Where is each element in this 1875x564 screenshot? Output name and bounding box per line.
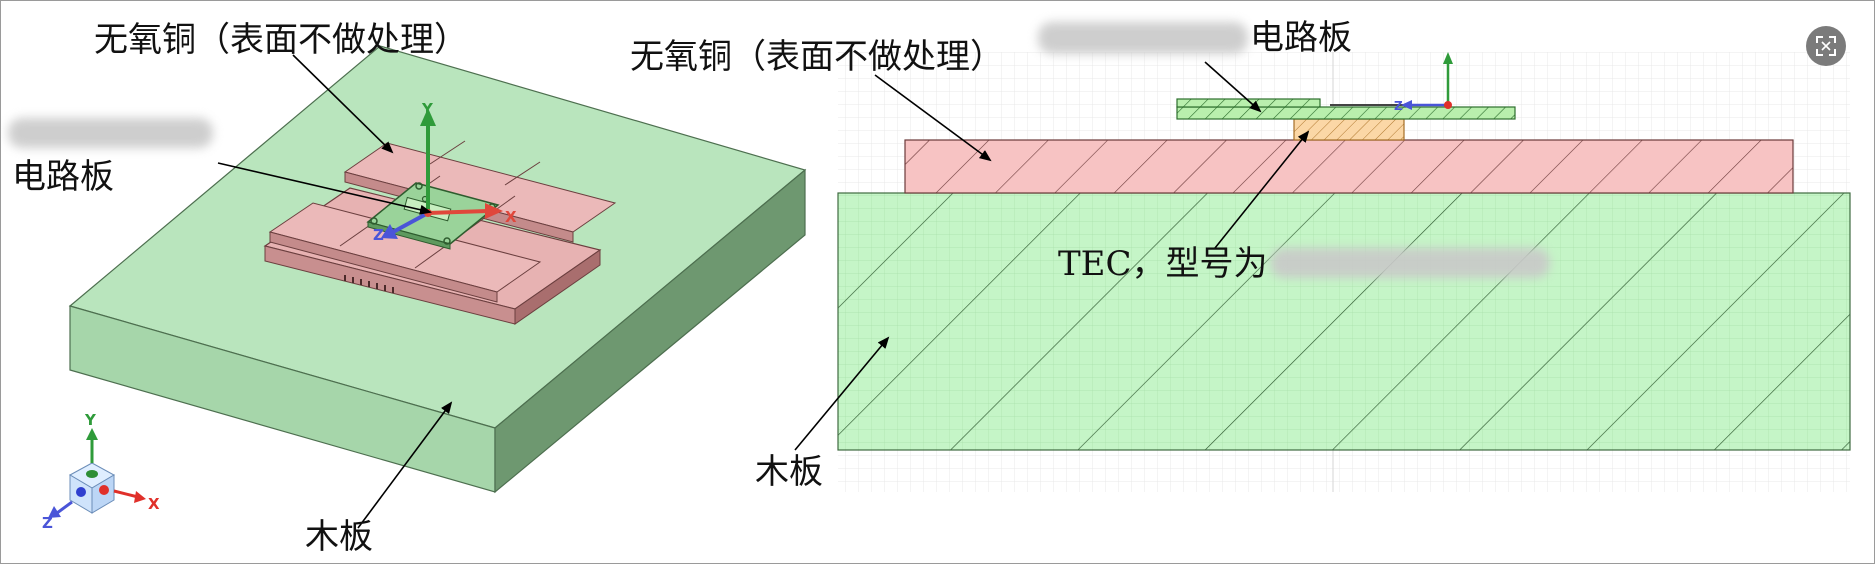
right-section-view: Z	[794, 52, 1851, 492]
expand-button[interactable]	[1806, 26, 1846, 66]
pcb-section	[1176, 98, 1516, 120]
board-axis-triad: Y X Z	[373, 100, 517, 244]
section-axis-z-label: Z	[1394, 99, 1403, 113]
copper-section	[904, 139, 1794, 194]
redacted-left-board-model	[8, 118, 213, 148]
label-wood-right: 木板	[755, 452, 823, 492]
redacted-right-board-model	[1038, 22, 1248, 54]
cube-axis-z-label: Z	[42, 514, 53, 532]
leader-wood-right	[794, 336, 890, 451]
label-copper-left: 无氧铜（表面不做处理）	[94, 20, 468, 60]
tec-section	[1293, 118, 1405, 141]
label-circuit-board-left: 电路板	[12, 157, 114, 197]
wood-board-side	[494, 168, 806, 494]
section-axis-triad: Z	[1394, 52, 1453, 113]
board-axis-x-label: X	[505, 208, 517, 226]
leader-copper-right	[874, 74, 992, 162]
leader-copper-left	[292, 54, 394, 154]
expand-icon	[1816, 36, 1836, 56]
leader-tec-right	[1214, 130, 1310, 249]
label-circuit-board-right: 电路板	[1250, 18, 1352, 58]
redacted-tec-model	[1270, 248, 1550, 278]
view-cube[interactable]: Y X Z	[42, 411, 160, 532]
board-axis-z-label: Z	[373, 226, 384, 244]
label-copper-right: 无氧铜（表面不做处理）	[630, 37, 1004, 77]
wood-section	[837, 192, 1851, 451]
board-axis-y-label: Y	[421, 100, 434, 118]
left-isometric-view: Y X Z Y X Z	[42, 45, 807, 532]
leader-board-left	[217, 162, 432, 215]
label-tec-right: TEC，型号为	[1058, 244, 1268, 284]
cube-axis-x-label: X	[148, 495, 160, 513]
cube-axis-y-label: Y	[84, 411, 97, 429]
leader-board-right	[1204, 61, 1262, 113]
label-wood-left: 木板	[305, 517, 373, 557]
leader-wood-left	[357, 401, 453, 529]
